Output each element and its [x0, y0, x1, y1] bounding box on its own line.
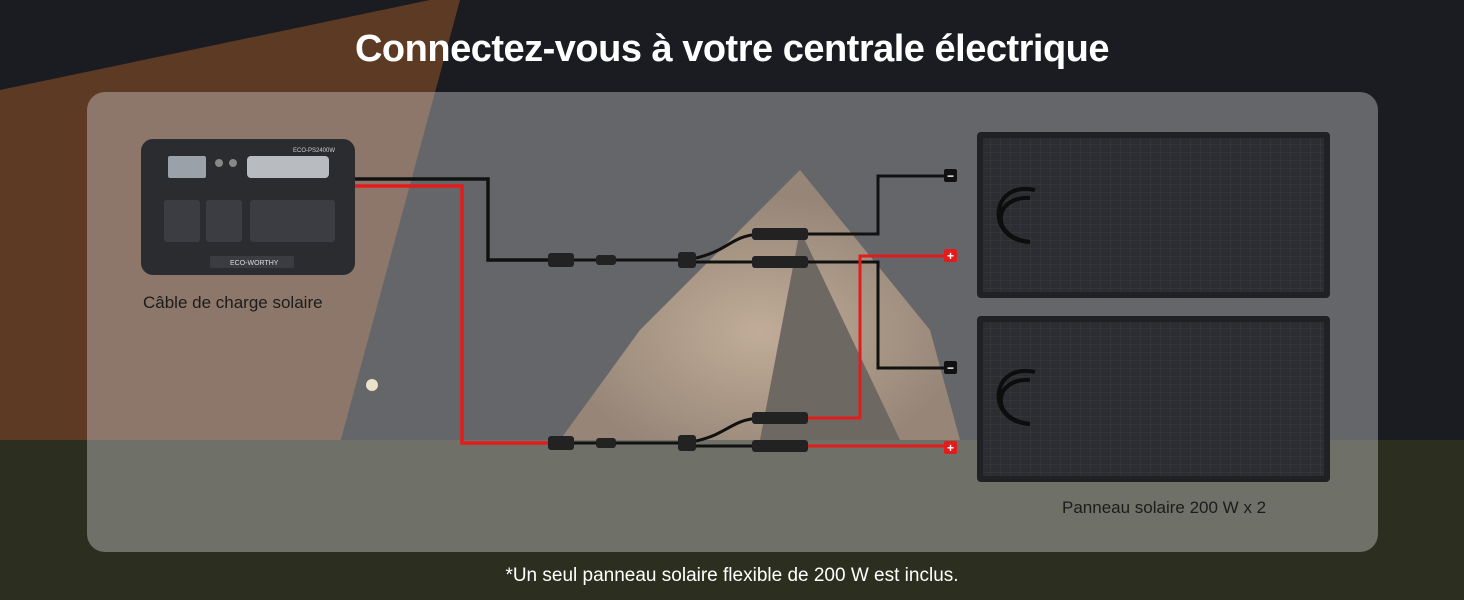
power-station-display: [168, 156, 206, 178]
positive-main-wire: [355, 184, 548, 445]
power-station: ECO-WORTHY ECO-PS2400W: [141, 139, 355, 275]
terminal-positive-1-symbol: +: [947, 249, 954, 263]
positive-split-upper: [695, 416, 761, 443]
dc-port-panel: [206, 200, 242, 242]
mc4-connector-negative: [548, 253, 574, 267]
y-splitter-positive: [678, 435, 696, 451]
wire-to-panel1-positive: [808, 260, 944, 370]
mc4-connector-positive: [548, 436, 574, 450]
terminal-negative-1: −: [944, 169, 957, 183]
usb-port-panel: [164, 200, 200, 242]
mc4-pair-top-a: [752, 228, 808, 240]
brand-strip: [210, 256, 294, 268]
lantern-light: [366, 379, 378, 391]
solar-charging-cable-label: Câble de charge solaire: [143, 293, 323, 312]
mc4-pair-bottom-a: [752, 412, 808, 424]
mc4-plug-positive: [596, 438, 616, 448]
terminal-negative-2: −: [944, 361, 957, 375]
power-button-right: [229, 159, 237, 167]
solar-panel-2: [977, 316, 1330, 482]
ac-outlet-panel: [250, 200, 335, 242]
tent-entrance: [760, 230, 900, 440]
mc4-plug-negative: [596, 255, 616, 265]
wire-to-panel2-negative: [808, 254, 944, 420]
mc4-pair-top-b: [752, 256, 808, 268]
negative-main-wire: [355, 177, 548, 262]
station-brand-text: ECO-WORTHY: [230, 260, 279, 267]
terminal-negative-2-symbol: −: [947, 361, 954, 375]
page-title: Connectez-vous à votre centrale électriq…: [354, 28, 1110, 70]
y-splitter-negative: [678, 252, 696, 268]
footnote: *Un seul panneau solaire flexible de 200…: [505, 565, 959, 586]
wire-to-panel1-negative: [808, 174, 944, 236]
terminal-positive-1: +: [944, 249, 957, 263]
terminal-negative-1-symbol: −: [947, 169, 954, 183]
terminal-positive-2-symbol: +: [947, 441, 954, 455]
panel-1-cable-coil: [996, 186, 1036, 244]
terminal-positive-2: +: [944, 441, 957, 455]
mc4-pair-bottom-b: [752, 440, 808, 452]
negative-split-upper: [695, 232, 761, 260]
solar-panel-label: Panneau solaire 200 W x 2: [1062, 498, 1267, 517]
positive-connector-assembly: [548, 412, 808, 452]
power-button-left: [215, 159, 223, 167]
solar-panel-1: [977, 132, 1330, 298]
negative-connector-assembly: [548, 228, 808, 268]
station-model-text: ECO-PS2400W: [293, 148, 335, 154]
power-station-display-right: [247, 156, 329, 178]
panel-2-cable-coil: [996, 368, 1036, 426]
